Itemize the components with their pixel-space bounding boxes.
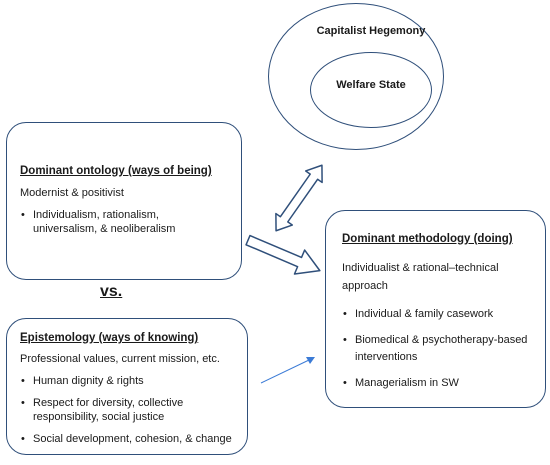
welfare-state-ellipse (310, 52, 432, 128)
ontology-title: Dominant ontology (ways of being) (20, 165, 212, 177)
ontology-subtitle: Modernist & positivist (20, 187, 124, 199)
methodology-title: Dominant methodology (doing) (342, 233, 513, 245)
list-item: Individualism, rationalism, universalism… (20, 208, 198, 236)
block-arrow (245, 234, 321, 275)
capitalist-hegemony-label: Capitalist Hegemony (316, 25, 426, 37)
list-item: Individual & family casework (342, 306, 537, 323)
vs-label: vs. (100, 283, 123, 300)
epistemology-list: Human dignity & rights Respect for diver… (20, 374, 240, 446)
welfare-state-label: Welfare State (336, 79, 406, 91)
thin-arrow (260, 357, 315, 384)
epistemology-box: Epistemology (ways of knowing) Professio… (6, 318, 248, 455)
epistemology-subtitle: Professional values, current mission, et… (20, 353, 220, 365)
list-item: Managerialism in SW (342, 375, 537, 392)
list-item: Social development, cohesion, & change (20, 432, 240, 446)
list-item: Respect for diversity, collective respon… (20, 396, 240, 424)
list-item: Human dignity & rights (20, 374, 240, 388)
ontology-list: Individualism, rationalism, universalism… (20, 208, 198, 236)
ontology-box: Dominant ontology (ways of being) Modern… (6, 122, 242, 280)
methodology-subtitle: Individualist & rational–technical appro… (342, 262, 499, 292)
list-item: Biomedical & psychotherapy-based interve… (342, 332, 537, 366)
double-arrow (275, 164, 323, 232)
methodology-list: Individual & family casework Biomedical … (342, 306, 537, 392)
capitalist-hegemony-ellipse (268, 3, 444, 150)
epistemology-title: Epistemology (ways of knowing) (20, 332, 199, 344)
methodology-box: Dominant methodology (doing) Individuali… (325, 210, 546, 408)
